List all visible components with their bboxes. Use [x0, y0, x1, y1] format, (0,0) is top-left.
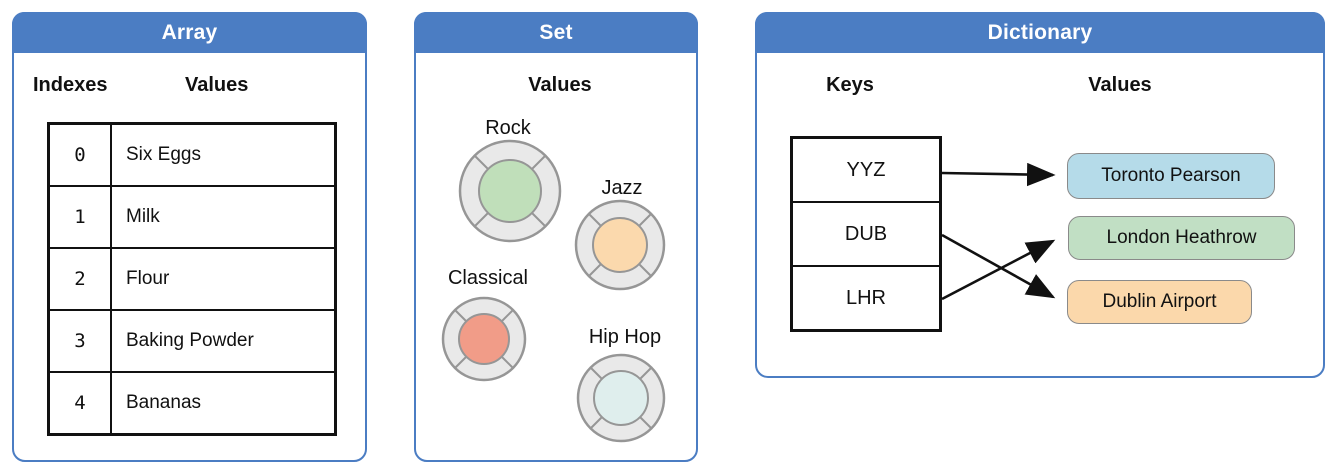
set-item-label: Classical [447, 267, 529, 289]
dictionary-values-column-header: Values [1088, 74, 1152, 96]
array-value-cell: Baking Powder [110, 309, 337, 373]
key-row: YYZ [790, 136, 942, 203]
array-index-cell: 4 [47, 371, 112, 436]
record-icon [458, 139, 562, 243]
array-index-cell: 3 [47, 309, 112, 373]
set-panel: Set Values Rock Jazz Classical [414, 12, 698, 462]
key-row: DUB [790, 201, 942, 267]
key-row: LHR [790, 265, 942, 332]
record-center [593, 370, 649, 426]
array-row: 0 Six Eggs [47, 122, 337, 187]
array-row: 1 Milk [47, 185, 337, 249]
set-item-label: Rock [485, 117, 531, 139]
array-row: 4 Bananas [47, 371, 337, 436]
arrow-dub-dublin-airport [941, 233, 1056, 299]
dictionary-panel: Dictionary Keys Values YYZ DUB LHR Toron… [755, 12, 1325, 378]
array-table: 0 Six Eggs 1 Milk 2 Flour 3 Baking Powde… [47, 122, 337, 436]
array-index-cell: 2 [47, 247, 112, 311]
record-center [592, 217, 648, 273]
dictionary-keys-column-header: Keys [826, 74, 874, 96]
set-item-label: Hip Hop [588, 326, 662, 348]
arrow-lhr-london-heathrow [941, 239, 1056, 301]
array-value-cell: Bananas [110, 371, 337, 436]
key-cell: YYZ [790, 136, 942, 203]
record-center [458, 313, 510, 365]
array-row: 2 Flour [47, 247, 337, 311]
array-values-column-header: Values [185, 74, 249, 96]
array-value-cell: Milk [110, 185, 337, 249]
key-cell: DUB [790, 201, 942, 267]
dictionary-keys-table: YYZ DUB LHR [790, 136, 942, 332]
key-cell: LHR [790, 265, 942, 332]
set-panel-title: Set [414, 12, 698, 53]
array-indexes-column-header: Indexes [33, 74, 108, 96]
record-icon [576, 353, 666, 443]
array-value-cell: Six Eggs [110, 122, 337, 187]
array-index-cell: 1 [47, 185, 112, 249]
record-center [478, 159, 542, 223]
array-value-cell: Flour [110, 247, 337, 311]
set-values-column-header: Values [528, 74, 592, 96]
set-item-label: Jazz [601, 177, 643, 199]
value-pill: Toronto Pearson [1067, 153, 1275, 199]
array-index-cell: 0 [47, 122, 112, 187]
record-icon [574, 199, 666, 291]
dictionary-panel-title: Dictionary [755, 12, 1325, 53]
arrow-yyz-toronto-pearson [941, 162, 1056, 187]
record-icon [441, 296, 527, 382]
value-pill: Dublin Airport [1067, 280, 1252, 324]
value-pill: London Heathrow [1068, 216, 1295, 260]
array-panel-title: Array [12, 12, 367, 53]
array-row: 3 Baking Powder [47, 309, 337, 373]
array-panel: Array Indexes Values 0 Six Eggs 1 Milk 2… [12, 12, 367, 462]
